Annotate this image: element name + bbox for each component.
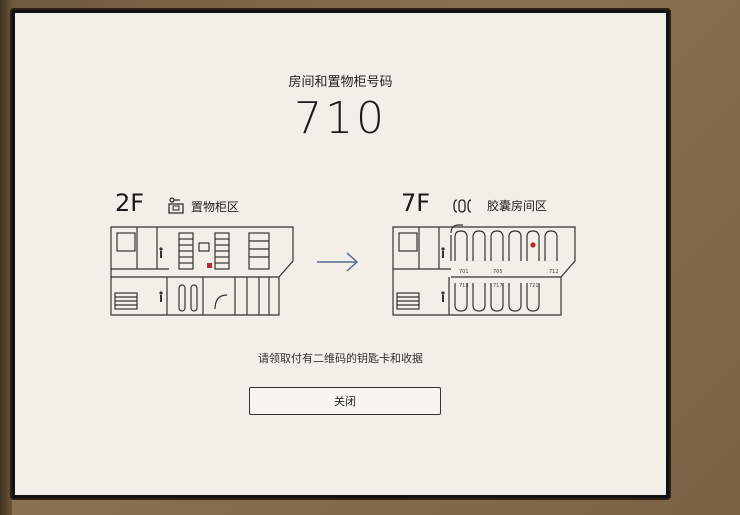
room-label-713: 713 [459, 283, 469, 289]
room-number: 710 [294, 93, 387, 144]
locker-location-marker [207, 263, 212, 268]
zone-label-capsule: 胶囊房间区 [487, 199, 548, 213]
room-label-717: 717 [493, 283, 503, 289]
locker-icon [168, 197, 184, 214]
locker-zone-title: 置物柜区 [167, 197, 239, 215]
page-title: 房间和置物柜号码 [288, 75, 393, 90]
floor-label-2f: 2F [115, 189, 145, 217]
zone-label-locker: 置物柜区 [191, 199, 240, 214]
room-label-721: 721 [529, 283, 539, 289]
arrow-right-icon [317, 252, 359, 272]
room-label-712: 712 [549, 269, 559, 275]
capsule-icon [453, 198, 472, 213]
floor-label-7f: 7F [401, 189, 431, 217]
room-label-705: 705 [493, 269, 503, 275]
room-label-701: 701 [459, 269, 469, 275]
kiosk-screen: 房间和置物柜号码 710 2F 置物柜区 [12, 10, 669, 498]
capsule-zone-title: 胶囊房间区 [453, 197, 547, 214]
instruction-text: 请领取付有二维码的钥匙卡和收据 [258, 352, 423, 365]
floor-map-2f [110, 226, 294, 316]
room-location-marker [530, 242, 536, 248]
close-button[interactable]: 关闭 [249, 387, 441, 415]
bezel-edge [0, 0, 12, 515]
floor-map-7f: 701 705 712 713 717 721 [392, 224, 576, 316]
locker-small-icon [198, 242, 210, 252]
bath-room-icon [116, 232, 136, 252]
